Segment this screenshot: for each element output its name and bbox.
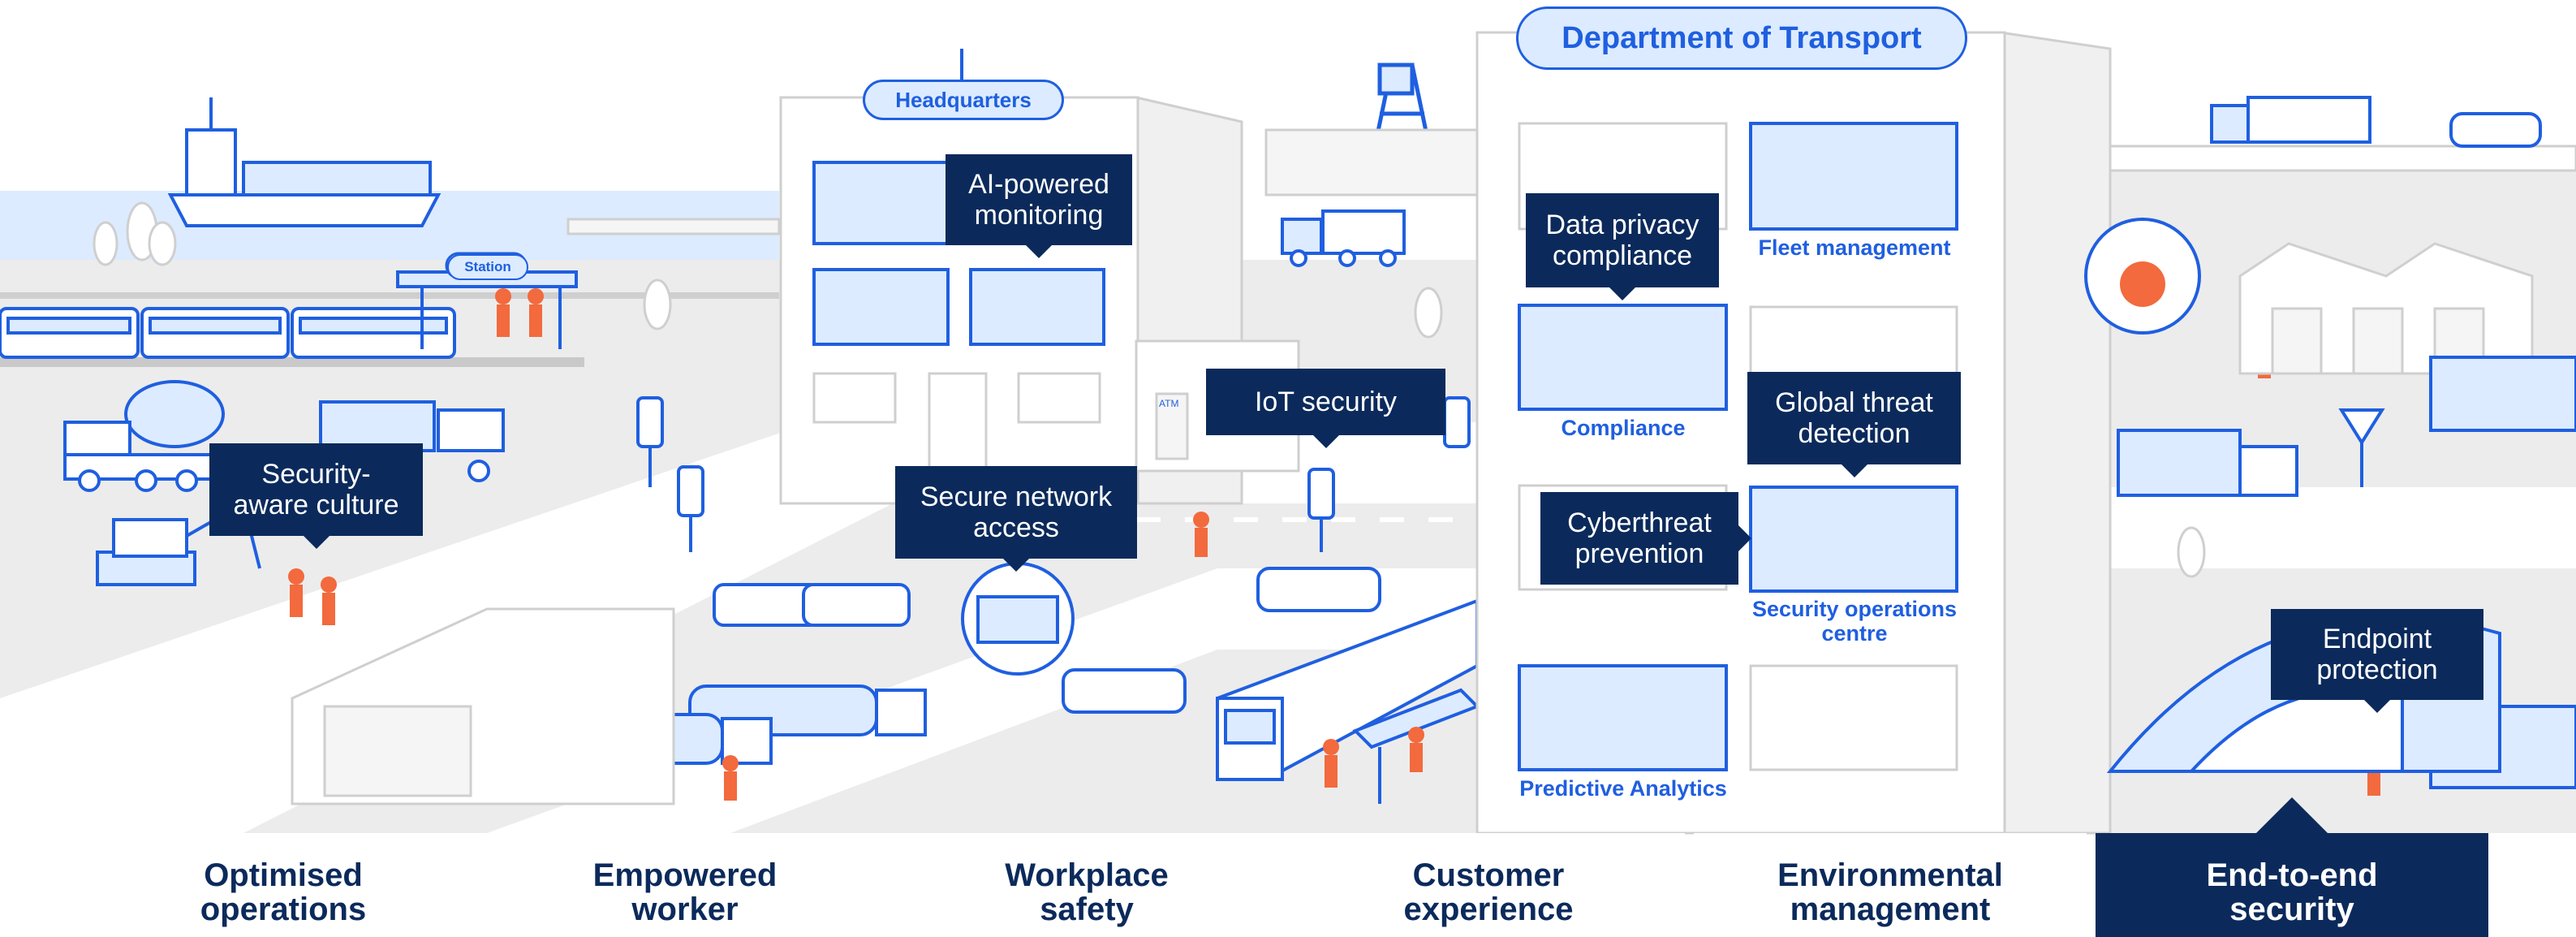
department-title: Department of Transport <box>1516 6 1967 70</box>
callout-cyberthreat: Cyberthreat prevention <box>1540 492 1751 585</box>
bus <box>1216 598 1479 781</box>
callout-security-culture: Security- aware culture <box>209 443 423 549</box>
cement-truck <box>63 380 225 492</box>
label-security-operations-centre: Security operations centre <box>1751 597 1958 646</box>
atm-label: ATM <box>1159 398 1179 409</box>
callout-iot-security: IoT security <box>1206 369 1445 448</box>
hq-screens <box>812 161 1105 346</box>
dot-screens <box>1518 122 1958 771</box>
road-lower <box>487 568 1510 833</box>
network-tablet <box>976 595 1059 644</box>
truck-top <box>1281 209 1406 267</box>
highway <box>2109 145 2576 172</box>
rail-track <box>0 357 584 367</box>
road-right <box>2110 487 2576 568</box>
pier <box>566 218 781 235</box>
garage <box>291 607 675 805</box>
headquarters-label: Headquarters <box>863 80 1064 120</box>
callout-global-threat: Global threat detection <box>1747 372 1961 477</box>
cars <box>713 567 1381 714</box>
callout-data-privacy: Data privacy compliance <box>1526 193 1719 300</box>
tab-workplace-safety[interactable]: Workplace safety <box>890 833 1283 937</box>
warehouse <box>2238 242 2534 375</box>
rail-track-2 <box>0 292 779 299</box>
trees <box>93 201 2206 578</box>
tab-customer-experience[interactable]: Customer experience <box>1292 833 1685 937</box>
train <box>0 307 456 359</box>
tab-empowered-worker[interactable]: Empowered worker <box>489 833 881 937</box>
callout-ai-monitoring: AI-powered monitoring <box>946 154 1132 258</box>
excavator <box>96 502 261 586</box>
highway-truck <box>2210 96 2371 144</box>
tab-environmental-management[interactable]: Environmental management <box>1694 833 2087 937</box>
highway-car <box>2449 112 2542 148</box>
yield-sign <box>2338 408 2385 487</box>
worker-avatar-face <box>2120 261 2165 307</box>
tab-end-to-end-security[interactable]: End-to-end security <box>2096 797 2488 937</box>
cargo-ship <box>167 97 442 227</box>
station-label: Station <box>447 254 528 280</box>
label-compliance: Compliance <box>1561 416 1686 440</box>
callout-endpoint: Endpoint protection <box>2271 609 2483 713</box>
label-predictive-analytics: Predictive Analytics <box>1519 776 1727 801</box>
label-fleet-management: Fleet management <box>1758 235 1951 260</box>
tab-optimised-operations[interactable]: Optimised operations <box>87 833 480 937</box>
factory <box>1264 128 1479 196</box>
callout-secure-network: Secure network access <box>895 466 1137 572</box>
